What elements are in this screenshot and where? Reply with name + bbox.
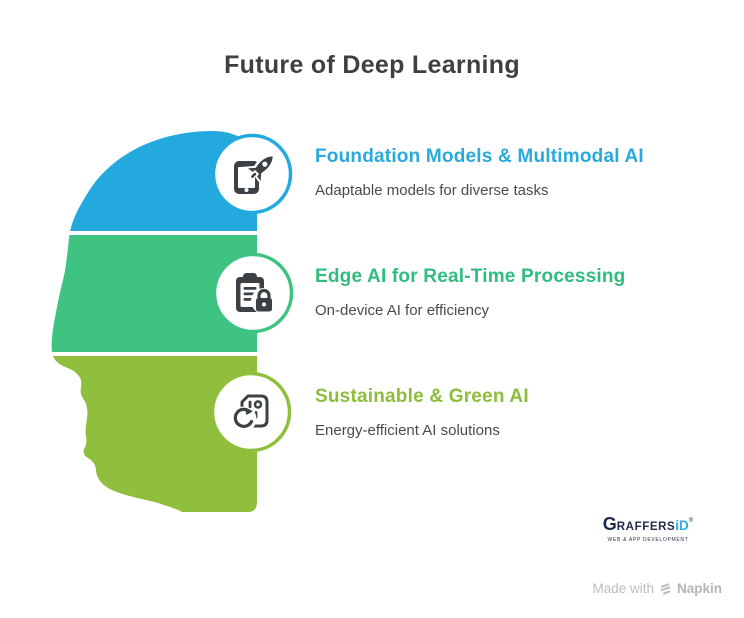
head-section-edge (51, 235, 257, 352)
icon-badge-foundation (211, 133, 293, 215)
item-heading: Foundation Models & Multimodal AI (315, 146, 644, 167)
watermark-brand: Napkin (676, 581, 722, 596)
clipboard-lock-icon (236, 273, 277, 314)
registered-mark: ® (688, 518, 694, 524)
graffersid-logo: GRAFFERSiD® WEB & APP DEVELOPMENT (588, 512, 708, 543)
head-section-sustainable (53, 356, 257, 512)
logo-letters-raffers: RAFFERS (616, 521, 676, 533)
item-description: On-device AI for efficiency (315, 302, 489, 319)
device-refresh-icon (231, 394, 269, 432)
napkin-logo-icon (660, 583, 671, 594)
item-description: Energy-efficient AI solutions (315, 422, 500, 439)
graffersid-wordmark: GRAFFERSiD® (588, 512, 708, 536)
icon-badge-edge (212, 252, 294, 334)
phone-rocket-icon (234, 153, 276, 194)
logo-letter-g: G (602, 514, 617, 534)
head-silhouette (51, 131, 257, 512)
napkin-watermark: Made with Napkin (592, 581, 722, 596)
head-section-foundation (70, 131, 257, 231)
logo-letters-id: iD (675, 518, 689, 533)
list-item-foundation: Foundation Models & Multimodal AI Adapta… (315, 145, 715, 200)
logo-tagline: WEB & APP DEVELOPMENT (607, 537, 689, 543)
icon-badge-sustainable (210, 371, 292, 453)
list-item-sustainable: Sustainable & Green AI Energy-efficient … (315, 385, 715, 440)
page-title: Future of Deep Learning (224, 51, 520, 79)
item-description: Adaptable models for diverse tasks (315, 182, 549, 199)
watermark-prefix: Made with (592, 581, 654, 596)
item-heading: Sustainable & Green AI (315, 386, 529, 407)
item-heading: Edge AI for Real-Time Processing (315, 266, 626, 287)
list-item-edge: Edge AI for Real-Time Processing On-devi… (315, 265, 715, 320)
